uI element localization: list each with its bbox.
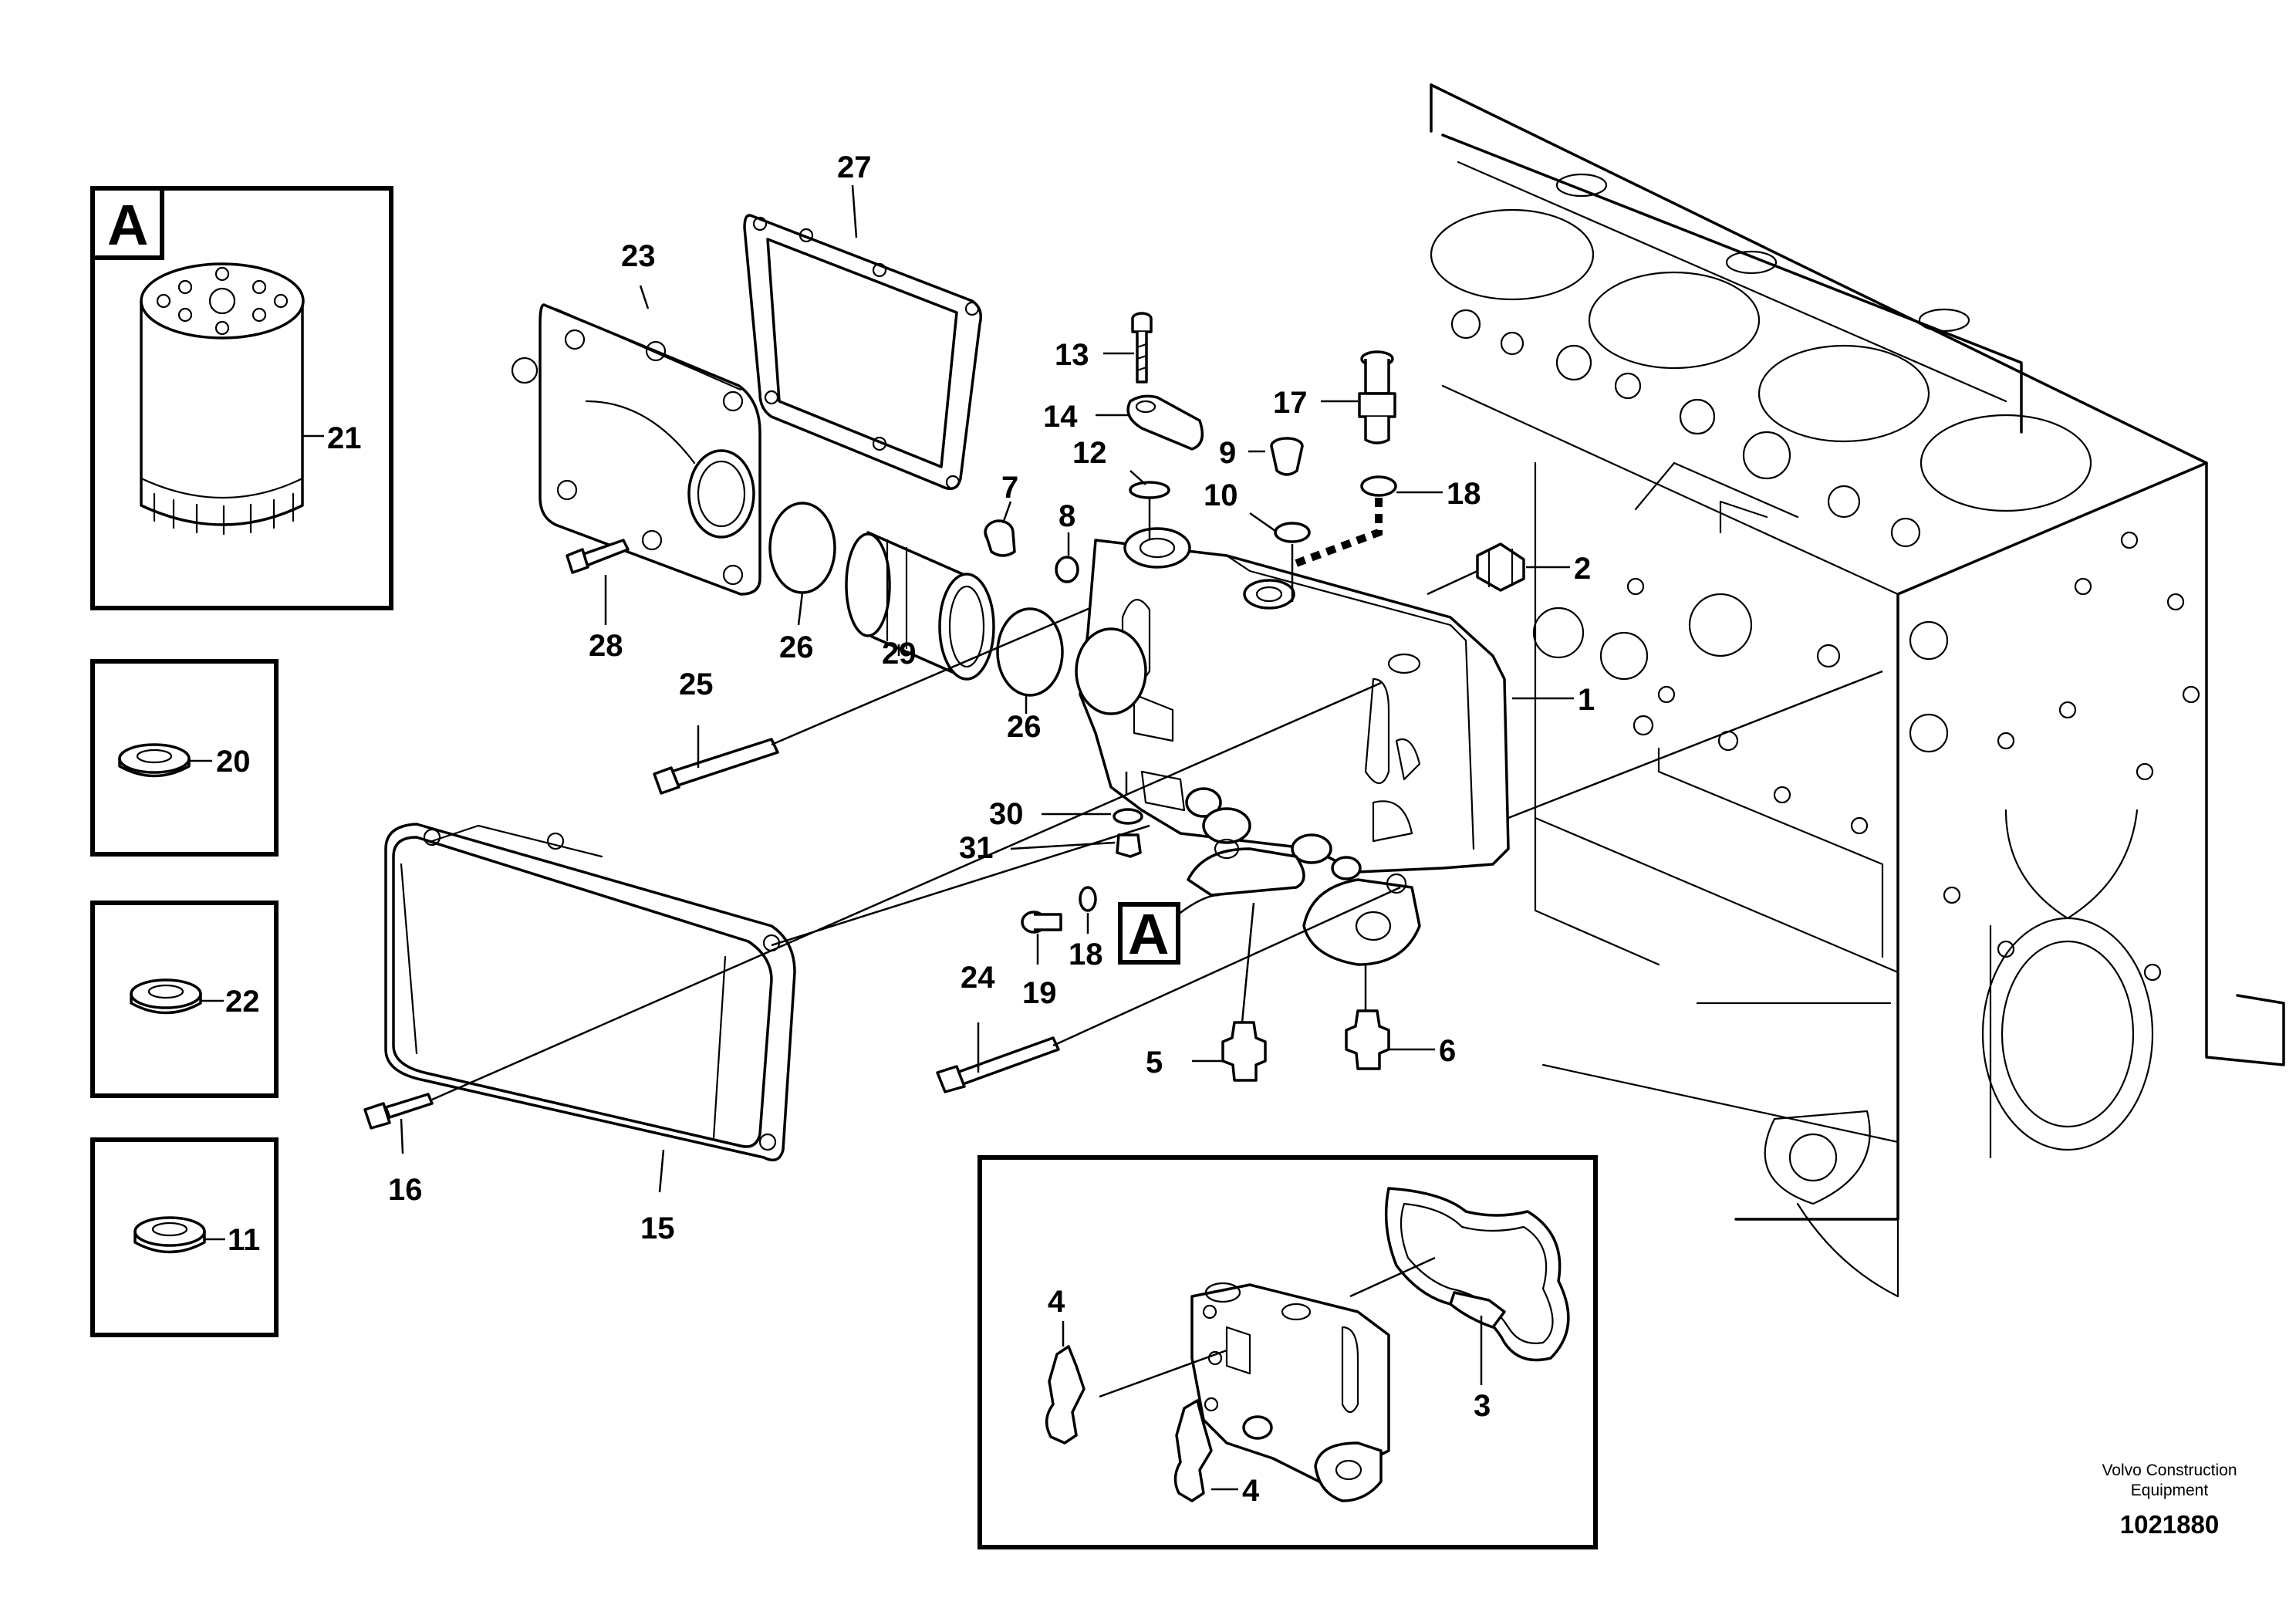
engine-block-icon [1430, 83, 2285, 1298]
callout-21: 21 [327, 421, 362, 455]
callout-7: 7 [1001, 471, 1018, 505]
callout-30: 30 [989, 797, 1024, 831]
fitting-icon [1345, 1009, 1390, 1070]
oil-filter-icon [140, 262, 324, 536]
cover-gasket-icon [743, 214, 982, 491]
o-ring-icon [996, 607, 1064, 697]
oil-cooler-icon [384, 823, 796, 1162]
cooler-cover-icon [511, 303, 761, 596]
washer-icon [1055, 556, 1079, 583]
callout-6: 6 [1439, 1034, 1456, 1068]
washer-box-22 [90, 901, 279, 1098]
bolt-icon [936, 1036, 1060, 1093]
filter-housing-icon [1075, 527, 1510, 966]
callout-26a: 26 [779, 630, 814, 664]
o-ring-icon [768, 502, 836, 594]
callout-13: 13 [1055, 338, 1089, 372]
bolt-icon [566, 539, 630, 574]
drain-plug-icon [1116, 833, 1142, 858]
washer-icon [130, 978, 202, 1015]
inset-a-tag-frame [90, 186, 164, 260]
callout-17: 17 [1273, 386, 1308, 420]
gasket-icon [1173, 1399, 1213, 1502]
inset-a-frame [90, 186, 393, 610]
washer-box-11 [90, 1137, 279, 1337]
callout-16: 16 [388, 1173, 423, 1207]
bolt-icon [363, 1093, 434, 1130]
washer-icon [1079, 886, 1097, 912]
callout-29: 29 [882, 637, 917, 671]
callout-25: 25 [679, 667, 714, 701]
gasket-icon [1045, 1345, 1086, 1445]
dashed-path-indicator [1295, 498, 1383, 567]
callout-12: 12 [1072, 436, 1107, 470]
callout-8: 8 [1059, 499, 1075, 533]
callout-11: 11 [228, 1223, 260, 1257]
callout-14: 14 [1043, 400, 1078, 434]
plug-icon [1270, 437, 1304, 476]
callout-22: 22 [225, 985, 260, 1019]
plate-icon [1126, 394, 1204, 451]
sensor-icon [1358, 350, 1396, 444]
washer-box-20 [90, 659, 279, 857]
inset-a-tag: A [107, 193, 148, 257]
filter-housing-icon [1190, 1282, 1390, 1502]
callout-1: 1 [1578, 683, 1595, 717]
callout-18a: 18 [1447, 477, 1481, 511]
callout-18b: 18 [1069, 938, 1103, 972]
fitting-icon [1221, 1021, 1267, 1082]
plug-icon [1021, 911, 1062, 934]
callout-27: 27 [837, 150, 872, 184]
brand-line-1: Volvo Construction [2102, 1461, 2237, 1479]
plug-icon [1476, 542, 1525, 592]
bolt-icon [653, 738, 779, 795]
callout-20: 20 [216, 745, 251, 779]
callout-4b: 4 [1242, 1474, 1260, 1508]
washer-icon [133, 1216, 206, 1254]
callout-3: 3 [1474, 1389, 1491, 1423]
callout-15: 15 [640, 1211, 675, 1245]
callout-2: 2 [1574, 552, 1591, 586]
callout-9: 9 [1219, 436, 1236, 470]
detail-ref-tag: A [1128, 902, 1169, 966]
detail-ref-frame [1118, 902, 1180, 965]
callout-28: 28 [589, 629, 623, 663]
washer-icon [1274, 522, 1311, 543]
drawing-number: 1021880 [2120, 1510, 2219, 1539]
sleeve-icon [845, 531, 995, 681]
washer-icon [118, 743, 191, 778]
callout-10: 10 [1204, 478, 1238, 512]
screw-icon [1131, 312, 1153, 384]
o-ring-icon [1129, 481, 1170, 499]
brand-line-2: Equipment [2131, 1482, 2209, 1499]
washer-icon [1360, 475, 1397, 497]
plug-icon [984, 519, 1016, 557]
callout-19: 19 [1022, 976, 1057, 1010]
washer-icon [1113, 808, 1143, 825]
gasket-icon [1384, 1187, 1570, 1362]
callout-5: 5 [1146, 1046, 1163, 1080]
callout-24: 24 [961, 961, 995, 995]
callout-23: 23 [621, 239, 656, 273]
callout-26b: 26 [1007, 710, 1042, 744]
callout-4a: 4 [1048, 1285, 1065, 1319]
detail-inset-frame [977, 1155, 1598, 1549]
callout-31: 31 [959, 831, 994, 865]
